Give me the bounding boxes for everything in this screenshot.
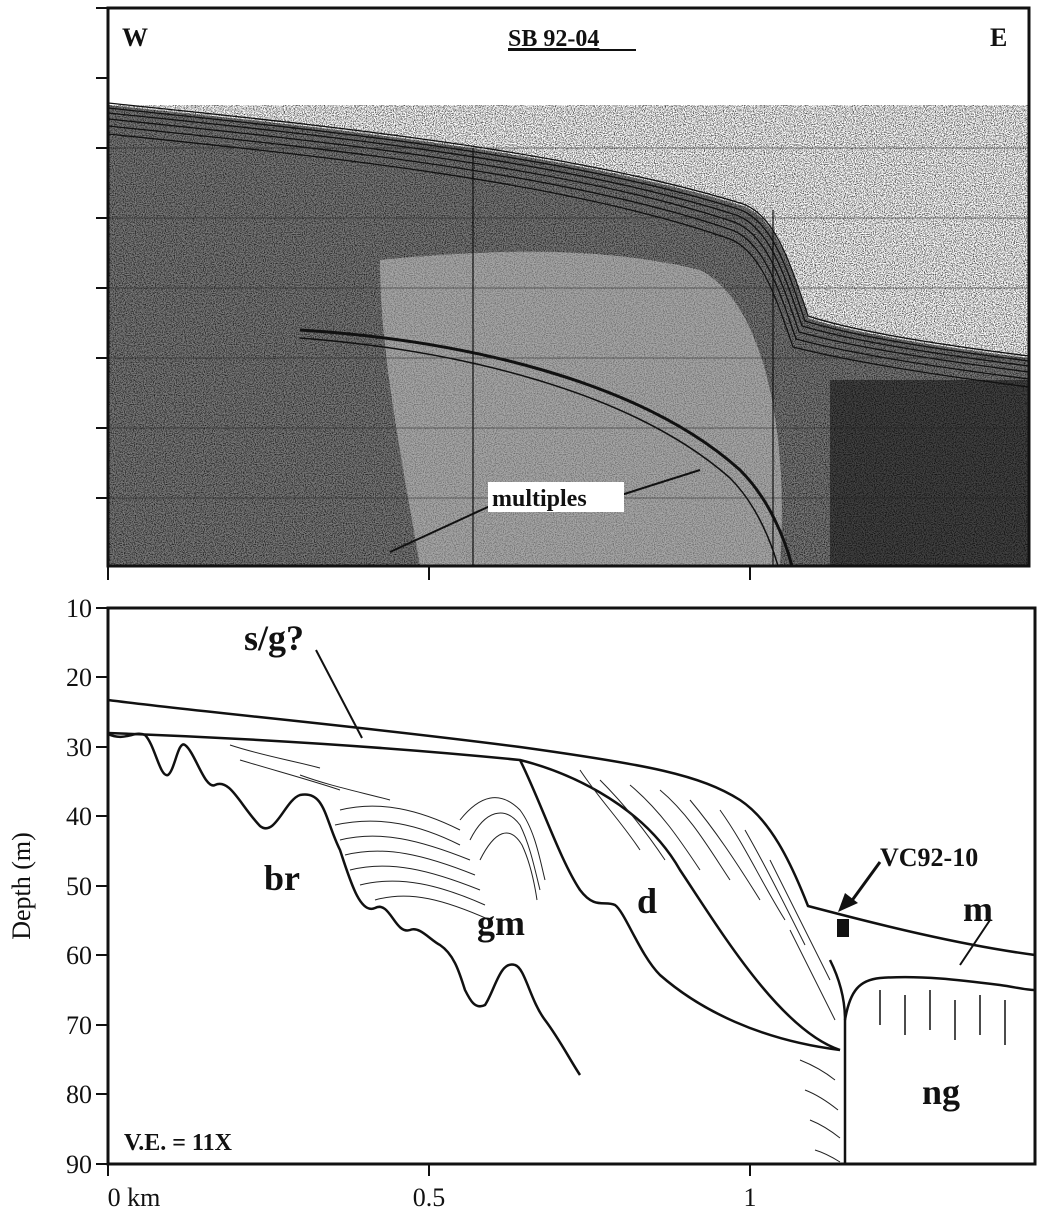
ng-top (843, 975, 1036, 1021)
bedrock-surface (107, 732, 582, 1076)
profile-title: SB 92-04 (508, 26, 599, 52)
vertical-exaggeration-label: V.E. = 11X (124, 1130, 233, 1156)
depth-tick-label: 30 (66, 733, 92, 762)
br-label: br (264, 858, 300, 898)
d-label: d (637, 881, 657, 921)
depth-tick-label: 10 (66, 594, 92, 623)
depth-tick-label: 60 (66, 941, 92, 970)
depth-tick-label: 90 (66, 1150, 92, 1179)
unit-hatching (229, 744, 841, 1163)
seafloor-line (107, 698, 1036, 957)
distance-tick-label: 1 (744, 1183, 757, 1212)
depth-tick-label: 40 (66, 802, 92, 831)
multiple-reflector (299, 328, 794, 566)
depth-axis-ticks (96, 607, 108, 1165)
depth-tick-label: 80 (66, 1080, 92, 1109)
distance-tick-label: 0.5 (413, 1183, 446, 1212)
m-label: m (963, 889, 993, 929)
west-label: W (122, 23, 148, 52)
interpretation-frame (106, 606, 1037, 1166)
core-marker (837, 919, 849, 937)
depth-tick-label: 50 (66, 872, 92, 901)
depth-tick-label: 70 (66, 1011, 92, 1040)
ng-hatching (879, 990, 1006, 1045)
seismic-image (108, 102, 1029, 566)
depth-tick-label: 20 (66, 663, 92, 692)
gm-label: gm (477, 903, 525, 943)
surface-unit-base (107, 731, 841, 1052)
core-arrow (846, 861, 882, 907)
sg-leader (315, 649, 363, 739)
seismic-panel: W E SB 92-04 multiples (96, 6, 1031, 580)
interpretation-panel: 10 20 30 40 50 60 70 80 90 Depth (m) 0 k… (7, 594, 1037, 1212)
core-label: VC92-10 (880, 843, 978, 872)
m-leader (959, 919, 991, 966)
unit-boundaries (107, 698, 1036, 1164)
ng-label: ng (922, 1072, 960, 1112)
multiples-label: multiples (492, 486, 587, 512)
east-label: E (990, 23, 1007, 52)
distance-axis-ticks (107, 1164, 751, 1176)
seabed-reflectors (108, 102, 1029, 388)
west-label-bg (120, 18, 158, 52)
depth-axis-label: Depth (m) (7, 832, 36, 940)
sg-label: s/g? (244, 618, 304, 658)
distance-tick-label: 0 km (108, 1183, 161, 1212)
